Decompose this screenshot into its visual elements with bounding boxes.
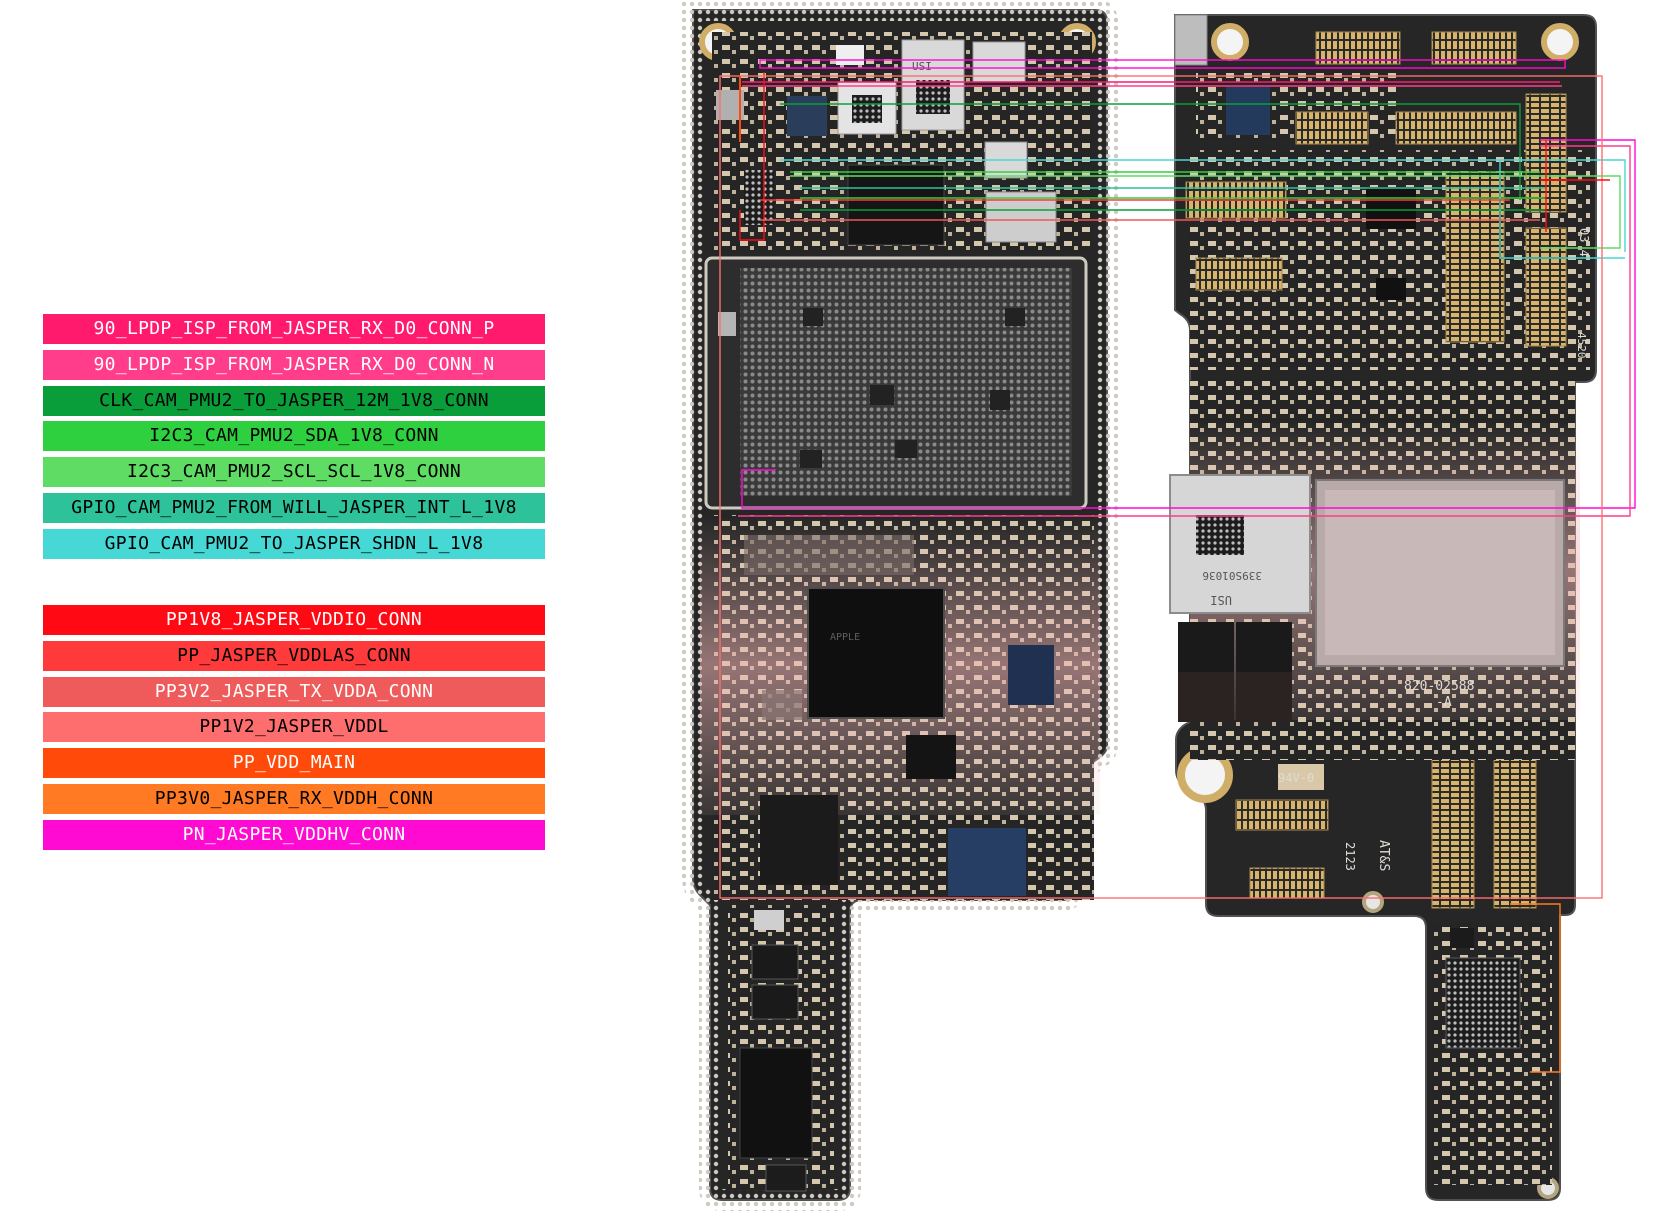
left-board: USI APPLE <box>682 0 1118 1211</box>
screw-hole <box>1362 891 1384 913</box>
chip-blue <box>948 828 1026 896</box>
connector <box>1195 257 1283 291</box>
connector <box>1249 867 1325 899</box>
connector-vertical <box>1525 227 1567 347</box>
chip-marking: 339S01036 <box>1202 569 1262 582</box>
chip <box>754 910 784 930</box>
chip-dark <box>739 1047 813 1159</box>
mounting-hole <box>1541 23 1579 61</box>
connector <box>1431 31 1517 65</box>
signal-traces <box>719 59 1636 1073</box>
svg-text:APPLE: APPLE <box>830 632 860 643</box>
chip-blue <box>1008 645 1054 705</box>
connector <box>1395 111 1517 145</box>
chip-blue <box>787 96 827 136</box>
connector <box>1295 111 1369 145</box>
chip-blue <box>1226 87 1270 135</box>
metal-bracket <box>1174 14 1208 66</box>
pmu-chip <box>807 587 945 719</box>
chip-dark <box>1236 672 1292 722</box>
right-board: USI 339S01036 820-02588 -A 94V-0 AT&S 21… <box>1169 14 1597 1201</box>
chip-dark <box>847 164 945 246</box>
code-marking: 03 4 <box>1577 228 1591 257</box>
code-marking: 4520 <box>1575 332 1588 359</box>
chip-marking: USI <box>912 60 932 73</box>
chip-dark <box>906 735 956 779</box>
chip <box>751 944 799 980</box>
chip-bga <box>1445 957 1521 1049</box>
mounting-hole <box>1211 23 1249 61</box>
chip-dark <box>1178 622 1234 672</box>
chip-dark <box>1236 622 1292 672</box>
revision-marking: -A <box>1436 695 1452 710</box>
soc-bga <box>740 268 1072 496</box>
code-marking: 2123 <box>1343 842 1357 871</box>
chip <box>1450 928 1474 948</box>
connector <box>1315 31 1401 65</box>
chip-dark <box>1178 672 1234 722</box>
chip-bga <box>744 170 774 225</box>
chip <box>751 984 799 1020</box>
chip-dark <box>1366 187 1416 229</box>
chip-dark <box>1376 278 1406 300</box>
chip-marking: USI <box>1210 593 1232 607</box>
chip-dark <box>760 795 838 885</box>
chip <box>765 1164 807 1192</box>
part-number-marking: 820-02588 <box>1404 679 1474 694</box>
maker-marking: AT&S <box>1376 840 1391 871</box>
flammability-marking: 94V-0 <box>1278 771 1314 785</box>
connector <box>1235 799 1329 831</box>
